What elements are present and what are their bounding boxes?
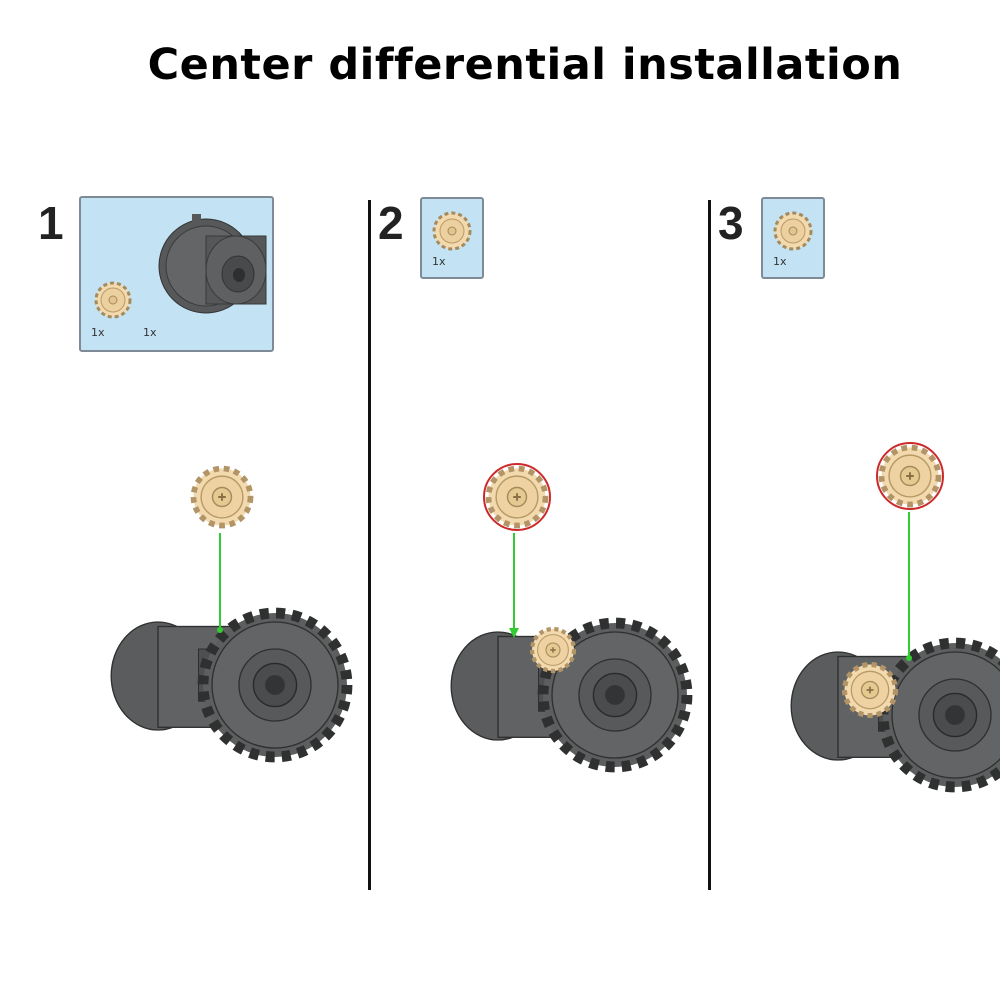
part-quantity: 1x	[432, 255, 446, 268]
step-2-assembly	[451, 463, 687, 767]
parts-callout-art	[94, 214, 267, 319]
parts-callout-art	[432, 211, 472, 251]
bevel-gear-icon	[432, 211, 472, 251]
differential-housing-icon	[158, 214, 267, 314]
parts-callout: 1x 1x	[79, 196, 274, 352]
step-divider	[708, 200, 711, 890]
bevel-gear-icon	[94, 281, 132, 319]
highlight-outline	[483, 463, 551, 531]
part-quantity: 1x	[773, 255, 787, 268]
step-divider	[368, 200, 371, 890]
bevel-gear-icon	[773, 211, 813, 251]
step-1-assembly	[111, 469, 347, 758]
step-number: 2	[378, 197, 404, 249]
parts-callout: 1x	[761, 197, 825, 279]
part-quantity: 1x	[91, 326, 105, 339]
part-quantity: 1x	[143, 326, 157, 339]
step-3-assembly	[791, 442, 1000, 787]
step-number: 3	[718, 197, 744, 249]
highlight-outline	[876, 442, 944, 510]
parts-callout-art	[773, 211, 813, 251]
page-title: Center differential installation	[147, 40, 903, 90]
step-number: 1	[38, 197, 64, 249]
parts-callout: 1x	[420, 197, 484, 279]
